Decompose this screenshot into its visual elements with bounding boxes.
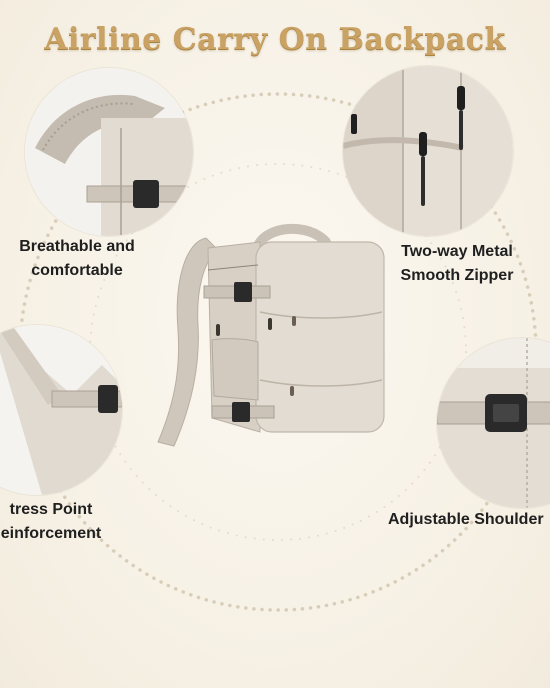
zipper-detail <box>343 66 513 236</box>
feature-label-stress-point: tress Point einforcement <box>0 498 126 546</box>
stress-point-detail <box>0 325 122 495</box>
feature-label-line: einforcement <box>0 525 102 542</box>
feature-label-line: Two-way Metal <box>401 243 513 260</box>
backpack-main-image <box>157 224 385 447</box>
shoulder-strap-image <box>25 68 193 236</box>
feature-label-adjustable-shoulder: Adjustable Shoulder <box>388 508 550 532</box>
feature-label-line: Adjustable Shoulder <box>388 511 544 528</box>
breathable-strap-detail <box>25 68 193 236</box>
metal-zipper-image <box>343 66 513 236</box>
feature-label-line: Smooth Zipper <box>400 267 514 284</box>
feature-label-breathable: Breathable and comfortable <box>12 235 142 283</box>
page-title: Airline Carry On Backpack <box>44 22 506 57</box>
feature-label-zipper: Two-way Metal Smooth Zipper <box>393 240 521 288</box>
feature-label-line: Breathable and <box>19 238 135 255</box>
feature-label-line: tress Point <box>9 501 93 518</box>
feature-label-line: comfortable <box>31 262 123 279</box>
